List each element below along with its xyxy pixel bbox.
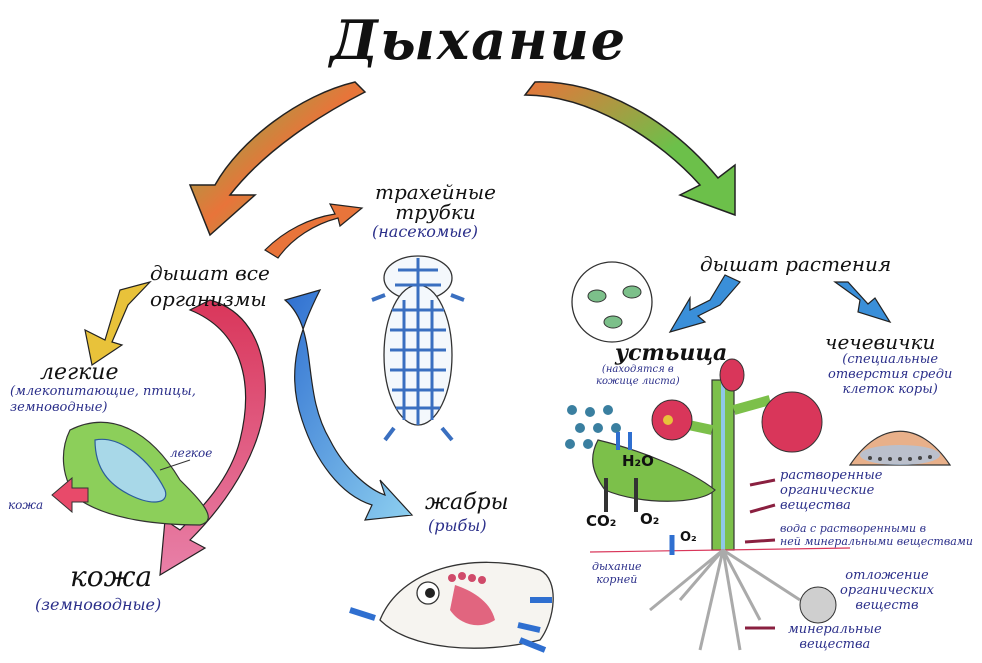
dissolved-organic-label: растворенные органические вещества (780, 468, 883, 513)
h2o-label: H₂O (622, 452, 654, 470)
insect-illustration (372, 256, 464, 440)
water-minerals-label: вода с растворенными в ней минеральными … (780, 522, 973, 548)
stomata-cells-illustration (572, 262, 652, 342)
all-organisms-label: дышат все организмы (150, 260, 270, 312)
arrow-to-lungs (85, 282, 150, 365)
skin-arrow-label: кожа (8, 498, 43, 512)
lenticels-illustration (850, 431, 950, 465)
o2-root-label: O₂ (680, 530, 697, 545)
fish-illustration (350, 562, 553, 650)
arrow-to-skin (160, 300, 265, 575)
gills-note: (рыбы) (428, 516, 487, 535)
lungs-note: (млекопитающие, птицы, земноводные) (10, 384, 196, 416)
arrow-to-plants (525, 82, 735, 215)
minerals-label: минеральные вещества (788, 622, 882, 652)
lung-label: легкое (170, 446, 212, 460)
lenticels-label: чечевички (825, 330, 935, 354)
plants-label: дышат растения (700, 252, 891, 276)
skin-note: (земноводные) (35, 595, 161, 614)
deposit-organic-label: отложение органических веществ (840, 568, 934, 613)
arrow-to-lenticels (835, 282, 890, 322)
tracheae-note: (насекомые) (372, 222, 478, 241)
title: Дыхание (330, 8, 627, 72)
stomata-note: (находятся в кожице листа) (596, 364, 680, 388)
arrow-to-tracheae (265, 204, 362, 258)
gills-label: жабры (425, 490, 509, 515)
arrow-to-stomata (670, 275, 740, 332)
lenticels-note: (специальные отверстия среди клеток коры… (828, 352, 952, 397)
skin-label: кожа (70, 560, 152, 593)
lungs-label: легкие (40, 360, 118, 385)
tracheae-label: трахейные трубки (375, 182, 496, 222)
co2-label: CO₂ (586, 512, 616, 530)
frog-lung-illustration (52, 422, 208, 525)
o2-leaf-label: O₂ (640, 510, 659, 528)
root-respiration-label: дыхание корней (592, 560, 642, 586)
stomata-label: устьица (615, 340, 727, 366)
